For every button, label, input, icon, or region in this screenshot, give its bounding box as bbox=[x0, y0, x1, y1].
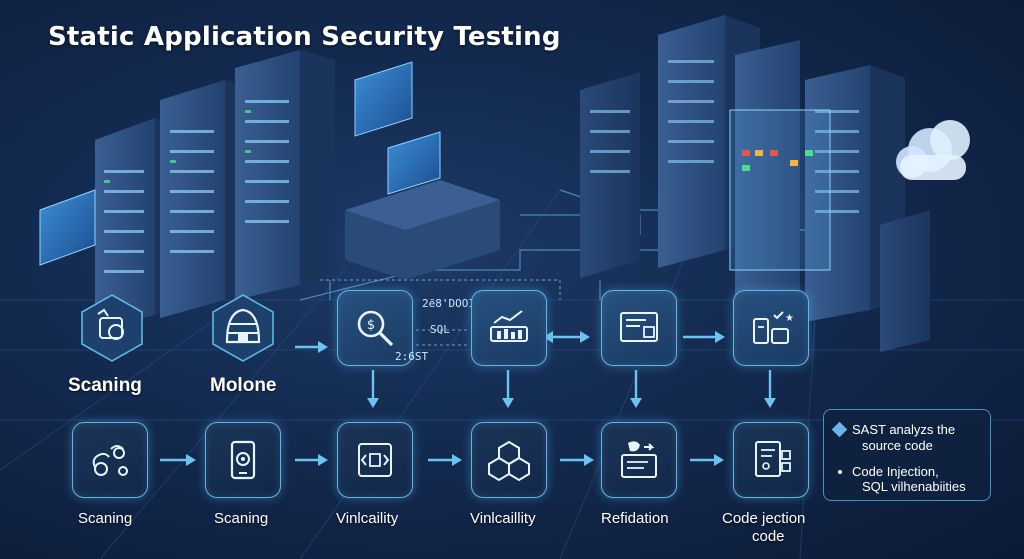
step-vulnerability-2-label: Vinlcaillity bbox=[470, 510, 536, 527]
code-snippet-1: 2ē8'DOOI' bbox=[422, 297, 482, 310]
devices-icon: ★ bbox=[753, 311, 794, 344]
step-phone-node bbox=[205, 422, 281, 498]
server-racks-right bbox=[580, 15, 970, 352]
code-terminal-icon bbox=[358, 443, 392, 477]
hex-network-icon bbox=[488, 440, 530, 482]
hex-shield-icon bbox=[81, 294, 143, 362]
phone-gear-icon bbox=[230, 440, 256, 480]
info-line-2b: SQL vilhenabiities bbox=[862, 479, 966, 494]
step-code-injection-label: Code jection bbox=[722, 510, 806, 527]
code-snippet-2: SQL bbox=[430, 323, 450, 336]
step-code-terminal-node bbox=[337, 422, 413, 498]
svg-text:★: ★ bbox=[785, 313, 794, 324]
step-code-file-node bbox=[733, 422, 809, 498]
cloud-icon bbox=[896, 120, 970, 180]
info-line-2: Code Injection, bbox=[852, 464, 939, 479]
page-title: Static Application Security Testing bbox=[48, 22, 561, 52]
step-scanning-3-label: Scaning bbox=[214, 510, 269, 527]
magnify-dollar-icon: $ bbox=[357, 310, 394, 347]
step-devices-node: ★ bbox=[733, 290, 809, 366]
svg-text:$: $ bbox=[367, 318, 375, 333]
step-chart-node bbox=[471, 290, 547, 366]
diamond-bullet-icon bbox=[831, 421, 848, 438]
flow-arrows bbox=[160, 331, 776, 466]
gears-icon bbox=[92, 445, 128, 476]
step-chat-screen-node bbox=[601, 422, 677, 498]
step-scanning-2-label: Scaning bbox=[78, 510, 133, 527]
server-racks-left bbox=[39, 50, 500, 330]
chart-icon bbox=[490, 310, 528, 342]
step-magnify-node: $ bbox=[337, 290, 413, 366]
info-line-1b: source code bbox=[862, 438, 933, 453]
hive-icon bbox=[212, 294, 274, 362]
step-vulnerability-label: Vinlcaility bbox=[336, 510, 399, 527]
code-file-icon bbox=[755, 441, 791, 477]
chat-screen-icon bbox=[621, 441, 657, 478]
info-line-1: SAST analyzs the bbox=[852, 422, 956, 437]
code-snippet-3: 2:6ST bbox=[395, 350, 429, 363]
step-document-node bbox=[601, 290, 677, 366]
info-box: SAST analyzs the source code Code Inject… bbox=[823, 409, 991, 501]
step-molone-label: Molone bbox=[210, 375, 277, 396]
step-refidation-label: Refidation bbox=[601, 510, 669, 527]
step-scanning-label: Scaning bbox=[68, 375, 142, 396]
step-code-injection-label-2: code bbox=[752, 528, 785, 545]
step-gears-node bbox=[72, 422, 148, 498]
document-icon bbox=[620, 312, 658, 342]
dot-bullet-icon bbox=[838, 470, 842, 474]
step-hex-network-node bbox=[471, 422, 547, 498]
